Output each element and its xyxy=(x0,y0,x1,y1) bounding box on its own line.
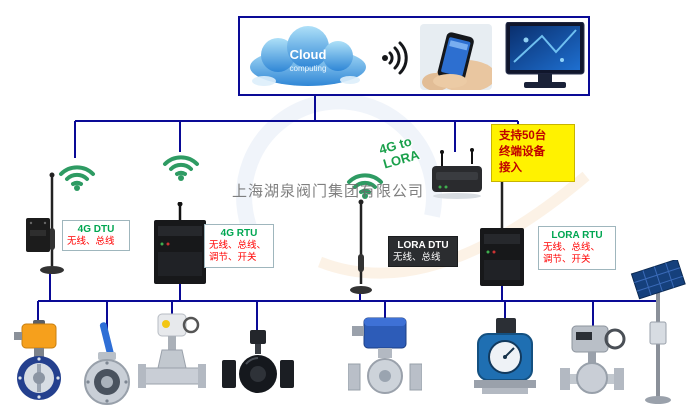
capacity-note: 支持50台 终端设备 接入 xyxy=(491,124,575,182)
hand-holding-phone-photo xyxy=(420,24,492,90)
note-line-3: 接入 xyxy=(499,162,522,175)
electric-globe-valve xyxy=(560,325,626,394)
label-line: 无线、总线、 xyxy=(543,242,601,253)
solar-power-station xyxy=(630,260,686,404)
label-line: 调节、开关 xyxy=(543,254,591,266)
label-lora-dtu: LORA DTU 无线、总线 xyxy=(388,236,458,268)
electric-butterfly-valve xyxy=(14,320,61,400)
ball-valve xyxy=(222,330,294,393)
wifi-signal-icon xyxy=(382,41,408,75)
note-line-2: 终端设备 xyxy=(499,146,545,159)
cloud-subtitle: computing xyxy=(290,64,327,73)
cloud-computing-icon: Cloud computing xyxy=(250,26,366,86)
label-lora-rtu: LORA RTU 无线、总线、 调节、开关 xyxy=(538,226,616,270)
electromagnetic-flowmeter xyxy=(474,318,536,394)
4g-rtu-box-device xyxy=(154,202,206,284)
label-4g-rtu: 4G RTU 无线、总线、 调节、开关 xyxy=(204,224,274,268)
cloud-title: Cloud xyxy=(290,47,327,62)
manual-butterfly-valve xyxy=(84,322,130,405)
label-line: 无线、总线、 xyxy=(209,240,267,251)
note-line-1: 支持50台 xyxy=(499,130,547,142)
label-title: 4G DTU xyxy=(77,224,115,235)
label-title: LORA RTU xyxy=(551,230,603,241)
lora-dtu-antenna-device xyxy=(350,199,372,294)
label-title: 4G RTU xyxy=(220,228,258,239)
label-line: 无线、总线 xyxy=(393,252,441,263)
electric-ball-valve xyxy=(348,317,422,394)
label-line: 调节、开关 xyxy=(209,252,257,264)
company-watermark: 上海湖泉阀门集团有限公司 xyxy=(231,183,424,200)
label-line: 无线、总线 xyxy=(67,236,115,247)
label-title: LORA DTU xyxy=(397,240,449,251)
bridge-label-4g-to-lora: 4G to LORA xyxy=(377,134,422,173)
electric-gate-valve xyxy=(138,313,206,388)
desktop-monitor-photo xyxy=(505,22,585,88)
wifi-icon xyxy=(163,155,199,181)
cloud-platform-panel: Cloud computing xyxy=(238,16,590,96)
label-4g-dtu: 4G DTU 无线、总线 xyxy=(62,220,130,252)
